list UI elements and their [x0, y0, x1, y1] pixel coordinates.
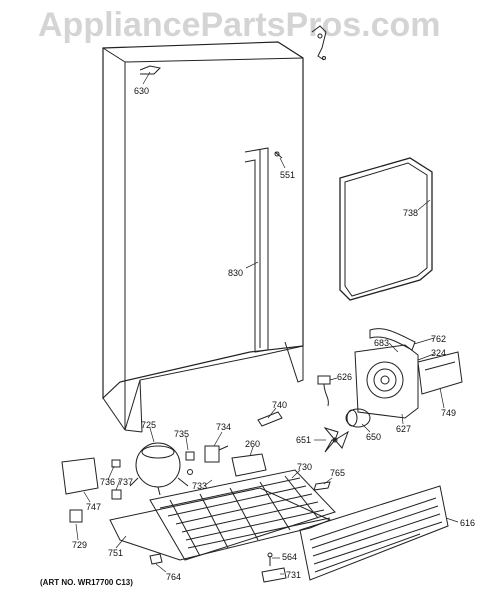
callout-764: 764 — [166, 572, 181, 582]
gasket-738 — [339, 157, 433, 301]
bracket-740 — [257, 411, 283, 427]
base-pan-751 — [109, 487, 332, 561]
callout-630: 630 — [134, 86, 149, 96]
callout-626: 626 — [337, 372, 352, 382]
screw-551 — [274, 151, 283, 159]
callout-324: 324 — [431, 348, 446, 358]
callout-683: 683 — [374, 338, 389, 348]
callout-762: 762 — [431, 334, 446, 344]
leader-lines — [75, 71, 459, 575]
callout-730: 730 — [297, 462, 312, 472]
callout-736: 736 — [100, 477, 115, 487]
thermostat-626 — [317, 375, 331, 407]
callout-labels: 630 551 830 738 762 683 324 626 749 627 … — [72, 86, 475, 582]
callout-616: 616 — [460, 518, 475, 528]
callout-740: 740 — [272, 400, 287, 410]
callout-733: 733 — [192, 481, 207, 491]
callout-737: 737 — [118, 477, 133, 487]
hinge-part — [311, 25, 327, 61]
clip-765 — [313, 481, 331, 491]
part-735 — [185, 451, 195, 475]
callout-651: 651 — [296, 435, 311, 445]
fan-blade-651 — [323, 427, 349, 453]
left-small-parts — [61, 457, 122, 523]
tray-260 — [231, 453, 267, 477]
callout-650: 650 — [366, 432, 381, 442]
callout-627: 627 — [396, 424, 411, 434]
condenser-730 — [149, 469, 336, 561]
callout-551: 551 — [280, 170, 295, 180]
bottom-hardware — [149, 552, 287, 583]
compressor-725 — [129, 442, 189, 496]
callout-564: 564 — [282, 552, 297, 562]
callout-260: 260 — [245, 439, 260, 449]
callout-830: 830 — [228, 268, 243, 278]
callout-738: 738 — [403, 208, 418, 218]
art-number: (ART NO. WR17700 C13) — [40, 578, 133, 587]
watermark-text: AppliancePartsPros.com — [38, 6, 441, 44]
callout-751: 751 — [108, 548, 123, 558]
cabinet-outline — [102, 41, 304, 433]
callout-747: 747 — [86, 502, 101, 512]
board-749 — [417, 351, 463, 395]
fan-housing-627 — [354, 344, 419, 419]
callout-749: 749 — [441, 408, 456, 418]
callout-765: 765 — [330, 468, 345, 478]
callout-734: 734 — [216, 422, 231, 432]
relay-734 — [204, 445, 229, 463]
callout-729: 729 — [72, 540, 87, 550]
grille-616 — [299, 485, 449, 581]
callout-735: 735 — [174, 429, 189, 439]
callout-731: 731 — [286, 570, 301, 580]
fan-motor-650 — [345, 408, 371, 428]
callout-725: 725 — [141, 420, 156, 430]
